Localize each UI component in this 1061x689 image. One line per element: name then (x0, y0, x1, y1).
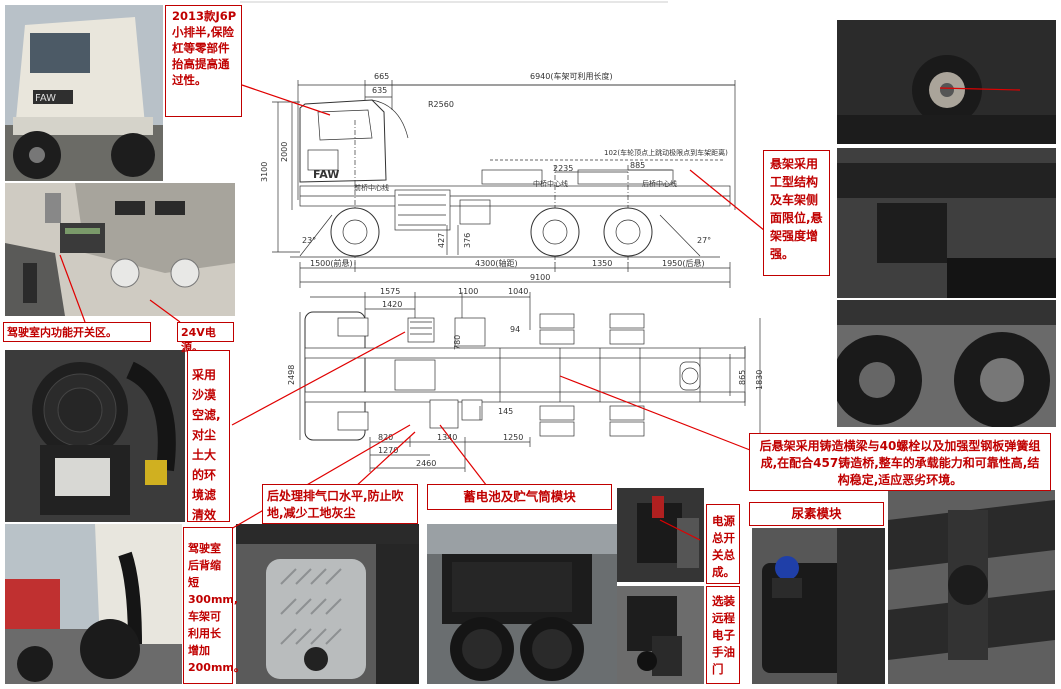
dim-1100: 1100 (458, 287, 478, 296)
frame-underside-photo (888, 490, 1055, 684)
callout-throttle: 选装远程电子手油门 (706, 586, 740, 684)
dim-865: 865 (738, 370, 747, 385)
rear-axle-line-label: 后桥中心线 (642, 179, 677, 188)
frame-stop-photo (837, 148, 1056, 298)
dim-4300: 4300(轴距) (475, 258, 518, 268)
dim-2460: 2460 (416, 459, 436, 468)
dim-885: 885 (630, 161, 645, 170)
truck-front-photo: FAW (5, 5, 163, 181)
cab-switch-photo (5, 183, 235, 316)
front-axle-line-label: 前桥中心线 (354, 183, 389, 192)
exhaust-photo (236, 524, 419, 684)
dim-6940: 6940(车架可利用长度) (530, 71, 613, 81)
dim-1575: 1575 (380, 287, 400, 296)
dim-2498: 2498 (287, 365, 296, 385)
battery-photo (427, 524, 617, 684)
dim-1420: 1420 (382, 300, 402, 309)
dim-635: 635 (372, 86, 387, 95)
callout-exhaust: 后处理排气口水平,防止吹地,减少工地灰尘 (262, 484, 418, 524)
callout-air-filter: 采用沙漠空滤,对尘土大的环境滤清效果强。 (187, 350, 230, 562)
dim-665: 665 (374, 72, 389, 81)
svg-text:FAW: FAW (35, 93, 56, 104)
cab-brand-logo: FAW (313, 168, 339, 181)
chassis-drawing: 665 635 6940(车架可利用长度) R2560 3100 2000 10… (240, 1, 764, 472)
throttle-photo (617, 586, 704, 684)
dim-1350: 1350 (592, 259, 612, 268)
angle-front: 23° (302, 236, 316, 245)
rear-note: 102(车轮顶点上跳动极限点到车架距离) (604, 148, 728, 157)
mid-axle-line-label: 中桥中心线 (533, 179, 568, 188)
dim-3100: 3100 (260, 162, 269, 182)
angle-rear: 27° (697, 236, 711, 245)
dim-9100: 9100 (530, 273, 550, 282)
side-view-labels: 665 635 6940(车架可利用长度) R2560 3100 2000 10… (260, 71, 728, 282)
callout-battery: 蓄电池及贮气筒模块 (427, 484, 612, 510)
suspension-top-photo (837, 20, 1056, 144)
dim-1500: 1500(前悬) (310, 258, 353, 268)
urea-photo (752, 528, 885, 684)
dim-1340: 1340 (437, 433, 457, 442)
air-filter-photo (5, 350, 185, 522)
side-view (272, 80, 736, 288)
callout-suspension-rear: 后悬架采用铸造横梁与40螺栓以及加强型钢板弹簧组成,在配合457铸造桥,整车的承… (749, 433, 1051, 491)
dim-145: 145 (498, 407, 513, 416)
dim-1270: 1270 (378, 446, 398, 455)
cab-rear-photo (5, 524, 182, 684)
callout-cab-bumper: 2013款J6P小排半,保险杠等零部件抬高提高通过性。 (165, 5, 242, 117)
dim-1950: 1950(后悬) (662, 258, 705, 268)
dim-2235: 2235 (553, 164, 573, 173)
dim-427: 427 (437, 233, 446, 248)
dim-1250: 1250 (503, 433, 523, 442)
rear-wheels-photo (837, 300, 1056, 427)
callout-24v-power: 24V电源。 (177, 322, 234, 354)
top-view (299, 292, 761, 472)
callout-cab-rear: 驾驶室后背缩短300mm,车架可利用长增加200mm。 (183, 527, 245, 684)
callout-cab-switch: 驾驶室内功能开关区。 (3, 322, 151, 342)
callout-urea: 尿素模块 (749, 502, 884, 526)
dim-1830: 1830 (755, 370, 764, 390)
dim-r2560: R2560 (428, 100, 454, 109)
dim-780: 780 (453, 335, 462, 350)
dim-376: 376 (463, 233, 472, 248)
dim-820: 820 (378, 433, 393, 442)
callout-suspension-front: 悬架采用工型结构及车架侧面限位,悬架强度增强。 (763, 150, 830, 276)
dim-94: 94 (510, 325, 520, 334)
dim-2000: 2000 (280, 142, 289, 162)
dim-1040: 1040 (508, 287, 528, 296)
power-switch-photo (617, 488, 704, 582)
callout-power-switch: 电源总开关总成。 (706, 504, 740, 584)
